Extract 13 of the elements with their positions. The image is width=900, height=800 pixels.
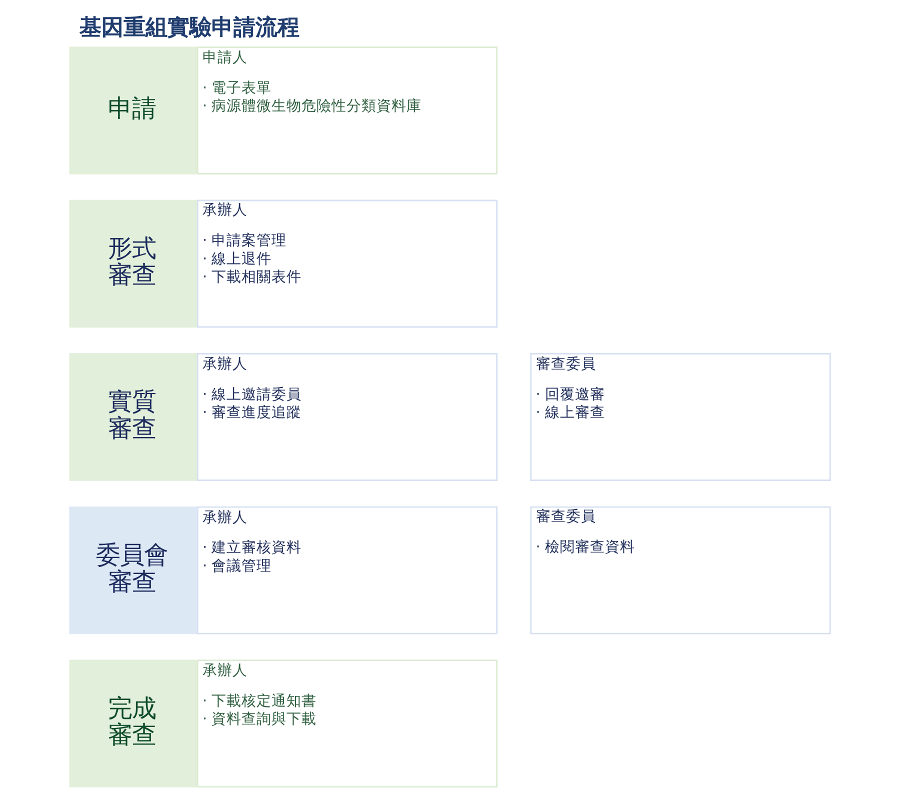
node-box: 完成審查 xyxy=(69,660,197,788)
node-box: 申請人 · 電子表單 · 病源體微生物危險性分類資料庫 xyxy=(196,46,498,174)
node-box: 委員會審查 xyxy=(69,506,197,634)
node-box: 承辦人 · 線上邀請委員 · 審查進度追蹤 xyxy=(196,353,498,482)
node-box: 申請 xyxy=(69,46,197,174)
node-box: 承辦人 · 下載核定通知書 · 資料查詢與下載 xyxy=(196,660,498,788)
node-box: 實質審查 xyxy=(69,353,197,481)
node-box: 承辦人 · 建立審核資料 · 會議管理 xyxy=(196,506,498,634)
node-box: 審查委員 · 檢閱審查資料 xyxy=(530,506,831,634)
diagram-title: 基因重組實驗申請流程 xyxy=(80,15,300,40)
node-box: 承辦人 · 申請案管理 · 線上退件 · 下載相關表件 xyxy=(196,200,498,328)
node-box: 形式審查 xyxy=(69,200,197,328)
node-box: 審查委員 · 回覆邀審 · 線上審查 xyxy=(530,353,831,482)
